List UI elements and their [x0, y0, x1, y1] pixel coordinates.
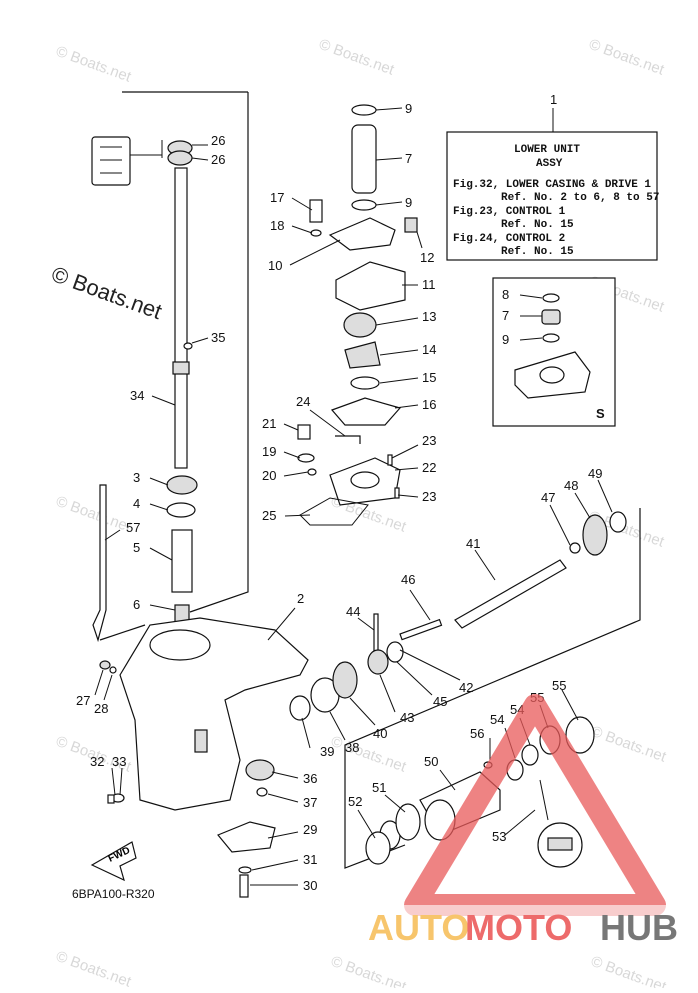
callout-39: 39: [320, 744, 334, 759]
watermark: © Boats.net: [317, 36, 397, 79]
callout-7: 7: [502, 308, 509, 323]
info-box-line: Fig.23, CONTROL 1: [453, 206, 566, 218]
logo-hub: HUB: [600, 907, 678, 948]
callout-16: 16: [422, 397, 436, 412]
callout-7: 7: [405, 151, 412, 166]
callout-9: 9: [502, 332, 509, 347]
info-box-line: Ref. No. 2 to 6, 8 to 57: [501, 192, 659, 204]
callout-20: 20: [262, 468, 276, 483]
callout-55: 55: [552, 678, 566, 693]
callout-28: 28: [94, 701, 108, 716]
callout-47: 47: [541, 490, 555, 505]
water-pump-assembly: [297, 104, 418, 526]
callout-51: 51: [372, 780, 386, 795]
info-box-line: Fig.24, CONTROL 2: [453, 233, 565, 245]
callout-45: 45: [433, 694, 447, 709]
callout-43: 43: [400, 710, 414, 725]
propeller-shaft-assembly: [289, 511, 627, 868]
callout-31: 31: [303, 852, 317, 867]
callout-38: 38: [345, 740, 359, 755]
info-box: 1 LOWER UNIT ASSY Fig.32, LOWER CASING &…: [446, 92, 659, 261]
callout-27: 27: [76, 693, 90, 708]
callout-53: 53: [492, 829, 506, 844]
watermark: © Boats.net: [589, 723, 669, 766]
callout-49: 49: [588, 466, 602, 481]
callout-14: 14: [422, 342, 436, 357]
callout-37: 37: [303, 795, 317, 810]
callout-8: 8: [502, 287, 509, 302]
callout-10: 10: [268, 258, 282, 273]
info-box-subtitle: ASSY: [536, 158, 563, 170]
watermark: © Boats.net: [329, 733, 409, 776]
callout-52: 52: [348, 794, 362, 809]
watermark: © Boats.net: [54, 948, 134, 988]
callout-26: 26: [211, 152, 225, 167]
info-box-line: Ref. No. 15: [501, 219, 574, 231]
callout-17: 17: [270, 190, 284, 205]
drive-shaft-assembly: [91, 136, 198, 643]
callout-57: 57: [126, 520, 140, 535]
info-box-line: Fig.32, LOWER CASING & DRIVE 1: [453, 179, 651, 191]
s-box-label: S: [596, 406, 605, 421]
diagram-code: 6BPA100-R320: [72, 887, 155, 901]
watermark: © Boats.net: [587, 36, 667, 79]
watermark: © Boats.net: [54, 43, 134, 86]
callout-46: 46: [401, 572, 415, 587]
fwd-arrow-icon: FWD: [90, 841, 137, 882]
callout-29: 29: [303, 822, 317, 837]
callout-34: 34: [130, 388, 144, 403]
callout-44: 44: [346, 604, 360, 619]
callout-23: 23: [422, 489, 436, 504]
callout-4: 4: [133, 496, 140, 511]
callout-26: 26: [211, 133, 225, 148]
callout-56: 56: [470, 726, 484, 741]
watermark: © Boats.net: [54, 493, 134, 536]
callout-32: 32: [90, 754, 104, 769]
callout-24: 24: [296, 394, 310, 409]
callout-2: 2: [297, 591, 304, 606]
group-outlines: [99, 91, 641, 869]
logo-moto: MOTO: [465, 907, 572, 948]
callout-9: 9: [405, 101, 412, 116]
warning-triangle-icon: [404, 694, 666, 916]
callout-21: 21: [262, 416, 276, 431]
callout-35: 35: [211, 330, 225, 345]
callout-11: 11: [422, 277, 436, 292]
callout-1: 1: [550, 92, 557, 107]
callout-18: 18: [270, 218, 284, 233]
s-variant-box: S: [492, 277, 616, 427]
callout-48: 48: [564, 478, 578, 493]
callout-42: 42: [459, 680, 473, 695]
logo-auto: AUTO: [368, 907, 469, 948]
callout-19: 19: [262, 444, 276, 459]
callout-5: 5: [133, 540, 140, 555]
callout-22: 22: [422, 460, 436, 475]
automotohub-logo: AUTO MOTO HUB: [365, 694, 690, 948]
callout-40: 40: [373, 726, 387, 741]
callouts: 9 7 9 17 18 10 12 11 13 14 15 16 24 21 1…: [76, 101, 602, 893]
watermark: © Boats.net: [589, 953, 669, 988]
callout-15: 15: [422, 370, 436, 385]
callout-50: 50: [424, 754, 438, 769]
watermark-large: © Boats.net: [48, 261, 165, 324]
callout-12: 12: [420, 250, 434, 265]
callout-33: 33: [112, 754, 126, 769]
callout-30: 30: [303, 878, 317, 893]
callout-36: 36: [303, 771, 317, 786]
callout-23: 23: [422, 433, 436, 448]
callout-54: 54: [490, 712, 504, 727]
callout-41: 41: [466, 536, 480, 551]
watermark: © Boats.net: [329, 953, 409, 988]
info-box-line: Ref. No. 15: [501, 246, 574, 258]
info-box-title: LOWER UNIT: [514, 144, 580, 156]
lower-casing: FWD: [90, 617, 309, 898]
callout-13: 13: [422, 309, 436, 324]
callout-3: 3: [133, 470, 140, 485]
callout-25: 25: [262, 508, 276, 523]
callout-9: 9: [405, 195, 412, 210]
callout-6: 6: [133, 597, 140, 612]
